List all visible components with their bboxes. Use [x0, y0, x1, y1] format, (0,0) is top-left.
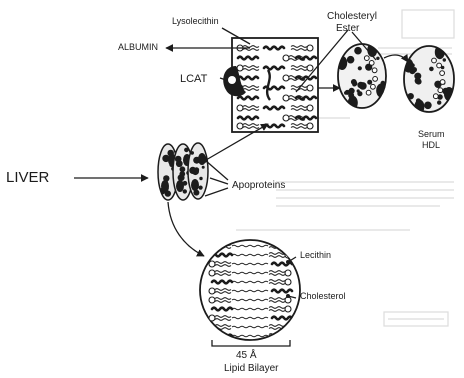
apoproteins-leader-3 [205, 188, 228, 196]
lecithin-tail [269, 337, 285, 339]
lecithin-molecule [209, 288, 215, 294]
lecithin-molecule [307, 65, 313, 71]
disc-speckle [179, 171, 185, 177]
apoprotein-blob [403, 59, 413, 73]
lecithin-molecule [283, 95, 289, 101]
lecithin-molecule [285, 279, 291, 285]
surface-speckle [347, 56, 355, 64]
lecithin-molecule [209, 243, 215, 249]
label-cholesteryl-ester-line2: Ester [336, 24, 359, 34]
serum-hdl-particle [403, 45, 454, 113]
disc-apoprotein [191, 179, 199, 191]
disc-speckle [199, 177, 202, 180]
surface-speckle [352, 83, 356, 87]
surface-lipid-head [369, 61, 374, 66]
surface-speckle [429, 67, 434, 72]
lecithin-molecule [307, 105, 313, 111]
surface-speckle [358, 66, 362, 70]
surface-speckle [357, 82, 364, 89]
label-thickness: 45 Å [236, 351, 257, 361]
lecithin-molecule [209, 261, 215, 267]
surface-lipid-head [371, 84, 376, 89]
lecithin-molecule [283, 115, 289, 121]
disc-speckle [184, 148, 189, 153]
label-lipid-bilayer: Lipid Bilayer [224, 364, 278, 374]
surface-lipid-head [364, 56, 369, 61]
label-lecithin: Lecithin [300, 251, 331, 260]
surface-lipid-head [432, 58, 437, 63]
disc-apoprotein [198, 153, 206, 165]
disc-speckle [202, 166, 205, 169]
surface-lipid-head [366, 90, 371, 95]
surface-speckle [414, 73, 421, 80]
label-apoproteins: Apoproteins [232, 181, 285, 191]
disc-speckle [176, 160, 183, 167]
label-cholesteryl-ester-line1: Cholesteryl [327, 12, 377, 22]
lecithin-molecule [285, 306, 291, 312]
surface-speckle [357, 91, 362, 96]
lecithin-molecule [237, 105, 243, 111]
lecithin-molecule [283, 75, 289, 81]
thickness-bracket [212, 340, 290, 346]
surface-lipid-head [373, 77, 378, 82]
surface-speckle [424, 102, 432, 110]
disc-speckle [199, 186, 203, 190]
nascent-hdl-discs [158, 143, 208, 200]
disc-speckle [183, 189, 187, 193]
surface-lipid-head [433, 94, 438, 99]
membrane-panel [232, 38, 318, 132]
lipid-bilayer-disc [200, 240, 300, 340]
surface-lipid-head [438, 88, 443, 93]
surface-speckle [367, 80, 372, 85]
disc-apoprotein [176, 180, 184, 192]
surface-speckle [345, 90, 350, 95]
label-serum-hdl-line2: HDL [422, 141, 440, 150]
label-cholesterol: Cholesterol [300, 292, 346, 301]
disc-speckle [194, 167, 199, 172]
lecithin-molecule [307, 123, 313, 129]
lecithin-molecule [283, 55, 289, 61]
label-albumin: ALBUMIN [118, 43, 158, 52]
surface-speckle [354, 47, 362, 55]
label-liver: LIVER [6, 170, 49, 185]
label-lysolecithin: Lysolecithin [172, 17, 219, 26]
lecithin-molecule [285, 270, 291, 276]
lecithin-molecule [285, 333, 291, 339]
surface-speckle [376, 57, 379, 60]
loop-discs-to-bilayer [168, 202, 204, 256]
lecithin-molecule [237, 65, 243, 71]
lecithin-molecule [209, 270, 215, 276]
arrow-ester-to-hdl [384, 55, 408, 62]
surface-speckle [437, 100, 441, 104]
label-serum-hdl-line1: Serum [418, 130, 445, 139]
surface-lipid-head [440, 71, 445, 76]
label-lcat: LCAT [180, 74, 207, 85]
lecithin-molecule [209, 297, 215, 303]
surface-lipid-head [437, 63, 442, 68]
disc-apoprotein [161, 180, 169, 192]
lecithin-molecule [285, 243, 291, 249]
lecithin-molecule [307, 85, 313, 91]
cholesteryl-ester-particle [337, 43, 386, 110]
lecithin-molecule [307, 45, 313, 51]
surface-speckle [443, 58, 446, 61]
lecithin-molecule [237, 123, 243, 129]
surface-lipid-head [372, 68, 377, 73]
apoproteins-leader-2 [210, 178, 228, 184]
surface-lipid-head [440, 80, 445, 85]
surface-speckle [416, 79, 422, 85]
disc-speckle [190, 151, 194, 155]
